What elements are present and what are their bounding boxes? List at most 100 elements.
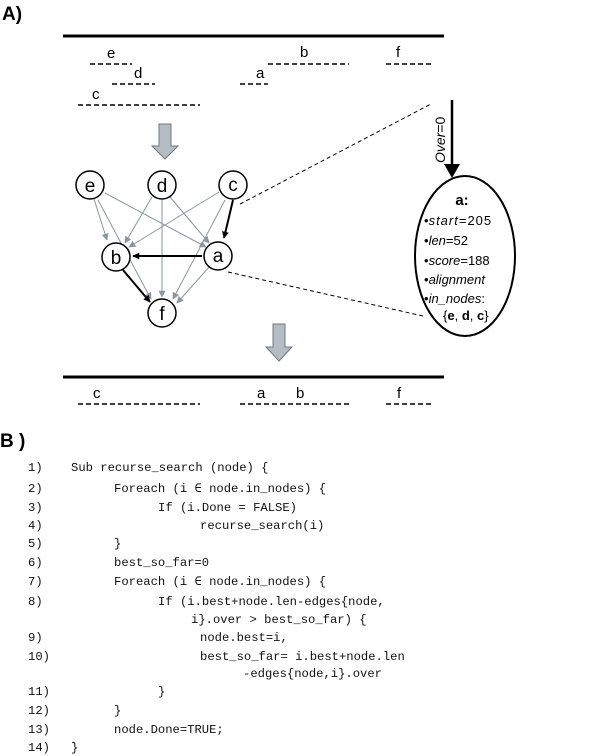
set-open: {: [443, 308, 448, 323]
bullet: •: [424, 272, 429, 287]
bullet: •: [424, 291, 429, 306]
code-line-number: 9): [28, 631, 43, 645]
node-info-score: •score=188: [424, 253, 490, 268]
edge-d-a: [169, 196, 210, 244]
alignment-key: alignment: [429, 272, 487, 287]
code-line-number: 2): [28, 482, 43, 496]
node-label-a: a: [213, 246, 224, 267]
code-line-text: }: [114, 537, 121, 551]
node-f: [147, 298, 177, 328]
edge-e-b: [93, 198, 109, 241]
flow-arrow-top: [150, 123, 180, 160]
node-a: [203, 241, 233, 271]
code-line-text: -edges{node,i}.over: [243, 667, 382, 681]
start-key: start: [429, 213, 460, 228]
code-line-number: 6): [28, 556, 43, 570]
over-label-key: Over: [432, 131, 448, 163]
len-key: len: [429, 233, 446, 248]
score-key: score: [429, 253, 461, 268]
code-line-number: 11): [28, 685, 50, 699]
node-info-start: •start=205: [424, 213, 492, 228]
code-line-number: 10): [28, 650, 50, 664]
overlap-graph: e d c b a f: [75, 170, 248, 328]
code-line-text: }: [114, 704, 121, 718]
set-sep-2: ,: [470, 308, 477, 323]
node-info-panel: a: •start=205 •len=52 •score=188 •alignm…: [414, 175, 516, 337]
code-line-text: }: [158, 685, 165, 699]
set-node-1: e: [447, 308, 454, 323]
node-c: [218, 170, 248, 200]
bottom-segment-label-a: a: [257, 385, 266, 402]
top-track: e d c a b f: [63, 34, 444, 106]
code-line-text: recurse_search(i): [200, 519, 324, 533]
callout-line-lower: [227, 271, 424, 317]
code-line-text: If (i.Done = FALSE): [158, 501, 297, 515]
code-line-number: 1): [28, 461, 43, 475]
code-line-text: node.best=i,: [200, 631, 288, 645]
in-nodes-colon: :: [481, 291, 485, 306]
set-close: }: [484, 308, 489, 323]
node-label-f: f: [159, 304, 165, 325]
bullet: •: [424, 253, 429, 268]
segment-label-e: e: [107, 45, 115, 62]
edge-c-f: [172, 199, 226, 300]
node-label-b: b: [111, 248, 122, 269]
bullet: •: [424, 233, 429, 248]
set-node-3: c: [477, 308, 484, 323]
set-node-2: d: [462, 308, 470, 323]
code-line-text: Foreach (i ∈ node.in_nodes) {: [114, 575, 326, 589]
segment-label-c: c: [92, 86, 100, 103]
len-value: =52: [446, 233, 468, 248]
code-line-number: 7): [28, 575, 43, 589]
code-line-text: i}.over > best_so_far) {: [191, 613, 367, 627]
edge-d-b: [124, 196, 153, 244]
bottom-segment-label-f: f: [397, 385, 402, 402]
bottom-segment-label-c: c: [93, 385, 101, 402]
callout-line-upper: [239, 103, 432, 205]
bottom-track: c a b f: [63, 375, 444, 405]
node-info-len: •len=52: [424, 233, 468, 248]
code-line-text: node.Done=TRUE;: [114, 723, 224, 737]
node-label-e: e: [85, 176, 96, 197]
edge-e-a: [104, 192, 207, 248]
bullet: •: [424, 213, 429, 228]
node-info-ellipse: [414, 175, 516, 337]
node-label-c: c: [228, 175, 238, 196]
panel-label-a: A): [2, 4, 22, 25]
code-line-number: 12): [28, 704, 50, 718]
bottom-segment-label-b: b: [296, 385, 304, 402]
node-b: [101, 242, 131, 272]
node-e: [75, 170, 105, 200]
node-info-in-nodes-set: {e, d, c}: [443, 308, 489, 323]
node-info-in-nodes: •in_nodes:: [424, 291, 485, 306]
flow-arrow-bottom: [264, 323, 294, 362]
edge-c-a: [222, 199, 234, 239]
edge-a-f: [176, 265, 211, 304]
in-nodes-key: in_nodes: [429, 291, 482, 306]
code-listing: 1) Sub recurse_search (node) { 2) Foreac…: [28, 461, 405, 755]
node-label-d: d: [157, 176, 168, 197]
over-label-value: =0: [432, 116, 448, 132]
code-line-text: }: [71, 741, 78, 755]
panel-label-b: B ): [0, 431, 25, 452]
code-line-text: best_so_far=0: [114, 556, 209, 570]
code-line-number: 13): [28, 723, 50, 737]
code-line-number: 5): [28, 537, 43, 551]
segment-label-a: a: [256, 65, 265, 82]
code-line-number: 3): [28, 501, 43, 515]
score-value: =188: [460, 253, 489, 268]
over-label: Over=0: [432, 116, 448, 163]
code-line-text: best_so_far= i.best+node.len: [200, 650, 405, 664]
code-line-text: Sub recurse_search (node) {: [71, 461, 268, 475]
code-line-text: If (i.best+node.len-edges{node,: [158, 595, 385, 609]
node-info-alignment: •alignment: [424, 272, 486, 287]
segment-label-b: b: [300, 44, 308, 61]
code-line-number: 4): [28, 519, 43, 533]
set-sep-1: ,: [455, 308, 462, 323]
code-line-number: 8): [28, 595, 43, 609]
edge-c-b: [128, 191, 220, 248]
node-info-title: a:: [455, 192, 468, 209]
code-line-number: 14): [28, 741, 50, 755]
node-d: [147, 170, 177, 200]
